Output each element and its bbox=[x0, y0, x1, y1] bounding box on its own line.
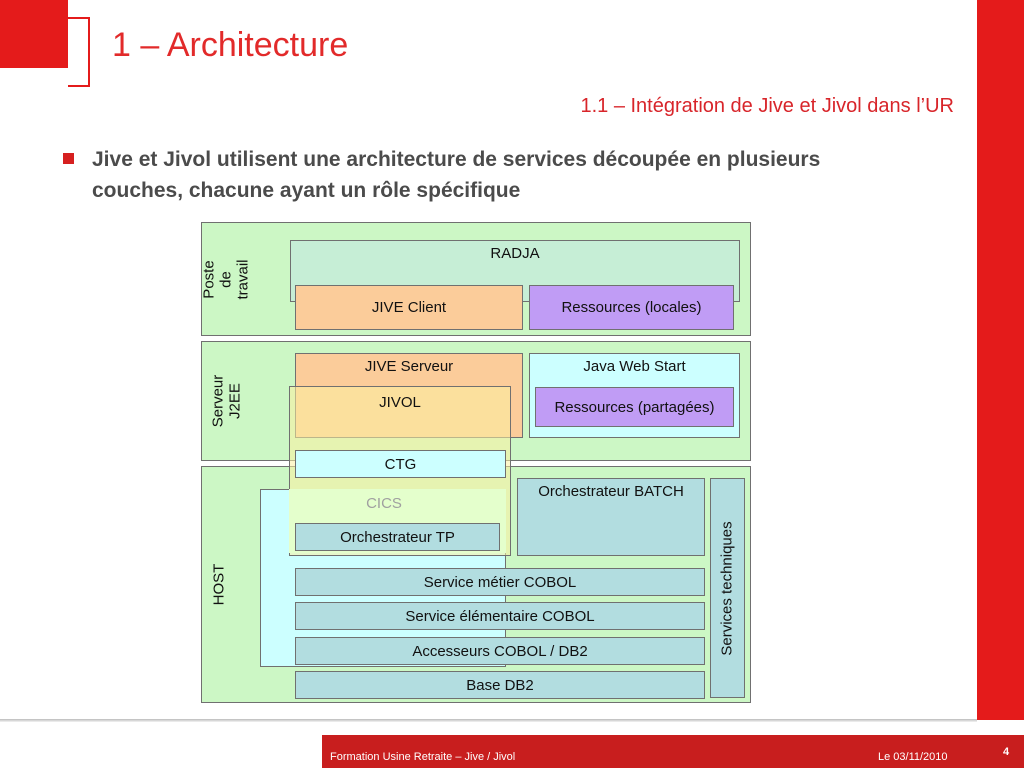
cics-label: CICS bbox=[366, 495, 402, 512]
bullet-icon bbox=[63, 153, 74, 164]
header-accent-square bbox=[0, 0, 68, 68]
accesseurs-box: Accesseurs COBOL / DB2 bbox=[295, 637, 705, 665]
header-accent-frame bbox=[68, 17, 90, 87]
base-db2-box: Base DB2 bbox=[295, 671, 705, 699]
slide-title: 1 – Architecture bbox=[112, 26, 349, 64]
page-number: 4 bbox=[1003, 746, 1010, 758]
tier-label-poste: Poste de travail bbox=[200, 222, 252, 336]
orchestrateur-batch-box: Orchestrateur BATCH bbox=[517, 478, 705, 556]
tier-label-poste-text: Poste de travail bbox=[200, 259, 252, 300]
tier-label-serveur: Serveur J2EE bbox=[201, 341, 251, 461]
content-shadow bbox=[0, 719, 977, 722]
footer-date: Le 03/11/2010 bbox=[878, 751, 948, 763]
bullet-text: Jive et Jivol utilisent une architecture… bbox=[92, 148, 821, 202]
ressources-partagees-box: Ressources (partagées) bbox=[535, 387, 734, 427]
jive-client-box: JIVE Client bbox=[295, 285, 523, 330]
service-metier-box: Service métier COBOL bbox=[295, 568, 705, 596]
tier-label-host: HOST bbox=[201, 466, 237, 703]
footer-bar bbox=[322, 735, 1024, 768]
orchestrateur-tp-box: Orchestrateur TP bbox=[295, 523, 500, 551]
service-elementaire-box: Service élémentaire COBOL bbox=[295, 602, 705, 630]
header-accent-right bbox=[977, 0, 1024, 720]
ctg-box: CTG bbox=[295, 450, 506, 478]
services-techniques-box: Services techniques bbox=[710, 478, 745, 698]
tier-label-host-text: HOST bbox=[210, 563, 228, 606]
services-techniques-text: Services techniques bbox=[719, 520, 736, 656]
tier-label-serveur-text: Serveur J2EE bbox=[209, 374, 243, 428]
ressources-locales-box: Ressources (locales) bbox=[529, 285, 734, 330]
slide-subtitle: 1.1 – Intégration de Jive et Jivol dans … bbox=[580, 95, 954, 117]
footer-title: Formation Usine Retraite – Jive / Jivol bbox=[330, 751, 516, 763]
jivol-label: JIVOL bbox=[379, 394, 421, 411]
